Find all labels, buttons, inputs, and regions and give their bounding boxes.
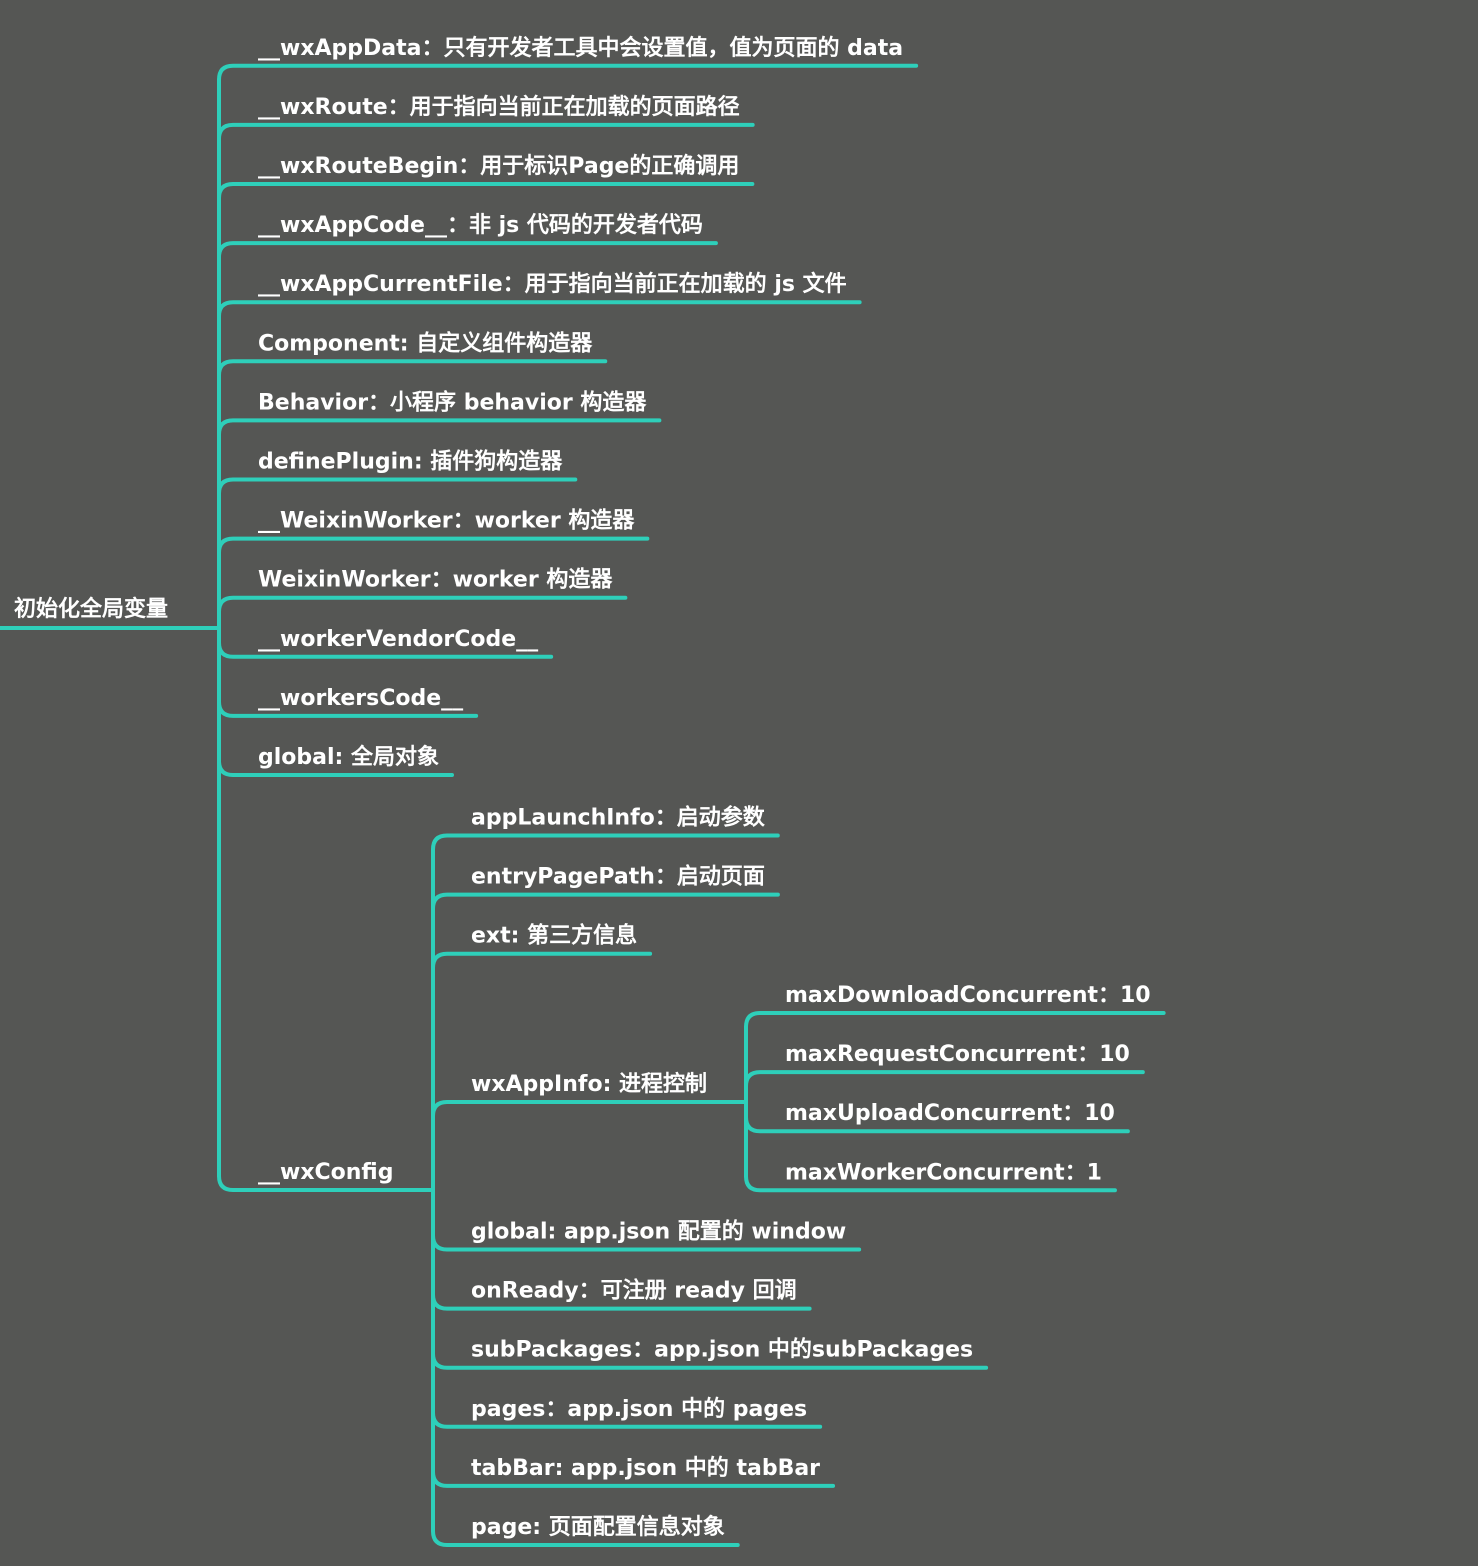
node-l1-13: __wxConfig: [258, 1160, 394, 1185]
connector-l1-8: [217, 536, 650, 555]
connector-l2-3: [431, 1100, 748, 1118]
node-l2-8: tabBar: app.json 中的 tabBar: [471, 1455, 820, 1481]
connector-l1-5: [217, 359, 608, 378]
node-l2-4: global: app.json 配置的 window: [471, 1219, 846, 1245]
connector-l1-7: [217, 477, 578, 496]
node-l3-3: maxWorkerConcurrent：1: [785, 1160, 1102, 1185]
node-l2-3: wxAppInfo: 进程控制: [471, 1071, 707, 1097]
node-l2-0: appLaunchInfo：启动参数: [471, 805, 766, 831]
node-l3-0: maxDownloadConcurrent：10: [785, 983, 1151, 1008]
connector-l3-0: [744, 1011, 1166, 1029]
connector-l2-6: [431, 1351, 989, 1370]
node-l1-6: Behavior：小程序 behavior 构造器: [258, 389, 647, 415]
connector-l2-1: [431, 892, 780, 911]
node-l1-4: __wxAppCurrentFile：用于指向当前正在加载的 js 文件: [258, 271, 847, 297]
connector-l3-3: [744, 1174, 1117, 1193]
connector-l2-5: [431, 1292, 812, 1311]
node-l3-1: maxRequestConcurrent：10: [785, 1042, 1130, 1067]
node-l1-1: __wxRoute：用于指向当前正在加载的页面路径: [258, 94, 740, 120]
node-l1-3: __wxAppCode__：非 js 代码的开发者代码: [258, 212, 703, 238]
node-l1-7: definePlugin: 插件狗构造器: [258, 449, 563, 475]
connector-l2-4: [431, 1233, 862, 1252]
connector-l2-2: [431, 951, 653, 970]
node-l1-2: __wxRouteBegin：用于标识Page的正确调用: [258, 153, 739, 179]
connector-l1-9: [217, 595, 628, 614]
root-node: 初始化全局变量: [14, 596, 168, 622]
node-l2-5: onReady：可注册 ready 回调: [471, 1278, 797, 1304]
node-l1-9: WeixinWorker：worker 构造器: [258, 567, 613, 593]
node-l1-11: __workersCode__: [258, 686, 463, 711]
node-l2-7: pages：app.json 中的 pages: [471, 1396, 807, 1422]
connector-l2-9: [431, 1529, 740, 1547]
connector-l1-3: [217, 241, 718, 260]
node-l2-6: subPackages：app.json 中的subPackages: [471, 1337, 973, 1363]
node-l1-8: __WeixinWorker：worker 构造器: [258, 508, 635, 534]
node-l1-12: global: 全局对象: [258, 744, 439, 770]
connector-l2-8: [431, 1469, 836, 1488]
connector-l2-7: [431, 1410, 823, 1429]
node-l3-2: maxUploadConcurrent：10: [785, 1101, 1115, 1126]
connector-l1-0: [217, 63, 919, 82]
node-l1-10: __workerVendorCode__: [258, 627, 538, 652]
connector-l1-1: [217, 122, 755, 141]
connector-l3-1: [744, 1070, 1145, 1089]
node-l1-0: __wxAppData：只有开发者工具中会设置值，值为页面的 data: [258, 35, 903, 61]
connector-l1-13: [217, 1174, 435, 1192]
node-l2-9: page: 页面配置信息对象: [471, 1514, 725, 1540]
connector-l1-6: [217, 418, 662, 437]
connector-l1-2: [217, 182, 755, 200]
connector-l1-12: [217, 759, 454, 777]
node-l2-2: ext: 第三方信息: [471, 923, 637, 949]
connector-l2-0: [431, 833, 780, 852]
connector-l1-11: [217, 699, 479, 718]
node-l1-5: Component: 自定义组件构造器: [258, 330, 593, 356]
node-l2-1: entryPagePath：启动页面: [471, 864, 765, 890]
connector-l1-4: [217, 300, 862, 319]
connector-l1-10: [217, 640, 554, 659]
connector-l3-2: [744, 1115, 1130, 1134]
